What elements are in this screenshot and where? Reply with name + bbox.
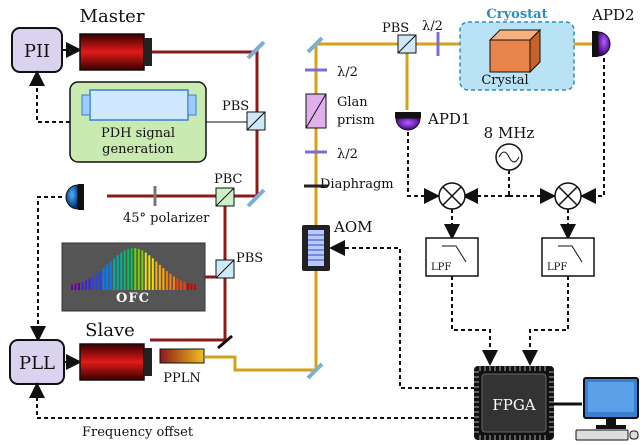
pdh-feedback-arrow (29, 70, 70, 123)
ppln: PPLN (159, 348, 205, 386)
fpga-label: FPGA (492, 396, 535, 414)
glan-prism: Glan prism (305, 93, 375, 129)
ofc-box: OFC (61, 242, 206, 312)
beat-signal-arrow (30, 196, 62, 342)
pbs-mid-label: PBS (236, 251, 263, 266)
diaphragm-label: Diaphragm (320, 177, 394, 192)
master-label: Master (80, 6, 145, 27)
pbs-top-label: PBS (222, 99, 249, 114)
mirror-2 (246, 188, 266, 208)
pbc-label: PBC (214, 172, 243, 187)
lpf-right-label: LPF (547, 262, 567, 273)
ppln-label: PPLN (163, 371, 201, 386)
pll-label: PLL (19, 353, 55, 374)
polarizer-label: 45° polarizer (123, 211, 210, 226)
fpga-pins (474, 366, 554, 440)
pdh-label-line1: PDH signal (101, 126, 175, 141)
mixer-right (554, 182, 582, 210)
apd2-signal-arrow (580, 58, 605, 204)
aom-drive-arrow (329, 240, 475, 389)
freq-offset-arrow (29, 382, 475, 419)
apd2-label: APD2 (591, 6, 635, 24)
pbs-mid: PBS (215, 251, 263, 279)
rf-freq-label: 8 MHz (484, 124, 535, 142)
pbs-right: PBS (382, 21, 417, 54)
crystal-label: Crystal (481, 73, 528, 88)
glan-label-line1: Glan (337, 95, 368, 110)
ofc-comb-lines (71, 248, 196, 290)
pbc: PBC (214, 172, 243, 207)
half-wave-label-1: λ/2 (337, 65, 358, 80)
rf-source: 8 MHz (484, 124, 535, 171)
lpf-right: LPF (541, 237, 595, 277)
crystal (488, 28, 542, 74)
cryostat: Cryostat Crystal (459, 7, 575, 91)
fpga-chip: FPGA (474, 366, 554, 440)
slave-label: Slave (85, 320, 135, 341)
ofc-label: OFC (116, 291, 150, 306)
mirror-5 (306, 362, 324, 380)
cryostat-label: Cryostat (486, 7, 547, 22)
apd1-signal-arrow (407, 132, 440, 204)
master-laser: Master (79, 6, 152, 71)
beat-detector (65, 184, 84, 210)
mixer-left (438, 182, 466, 210)
pdh-box: PDH signal generation (69, 81, 207, 163)
glan-label-line2: prism (337, 113, 375, 128)
mirror-4 (306, 36, 324, 54)
apd2: APD2 (591, 6, 635, 57)
pbs-right-label: PBS (382, 21, 409, 36)
pdh-label-line2: generation (102, 142, 174, 157)
mirror-1 (246, 40, 266, 60)
pbs-top: PBS (222, 99, 266, 131)
lpf-left: LPF (425, 237, 479, 277)
aom: AOM (302, 218, 373, 271)
mirror-3 (217, 334, 233, 350)
pii-label: PII (24, 41, 50, 62)
lpf-left-to-fpga (451, 276, 498, 366)
apd1: APD1 (395, 110, 471, 131)
computer-icon (575, 377, 639, 441)
slave-laser: Slave (79, 320, 152, 381)
lpf-left-label: LPF (431, 262, 451, 273)
apd1-label: APD1 (427, 110, 471, 128)
lpf-right-to-fpga (522, 276, 569, 366)
freq-offset-label: Frequency offset (82, 425, 194, 440)
pii-controller: PII (11, 27, 63, 73)
aom-label: AOM (333, 218, 373, 236)
half-wave-label-3: λ/2 (422, 19, 443, 34)
pll-controller: PLL (9, 339, 65, 385)
half-wave-label-2: λ/2 (337, 147, 358, 162)
